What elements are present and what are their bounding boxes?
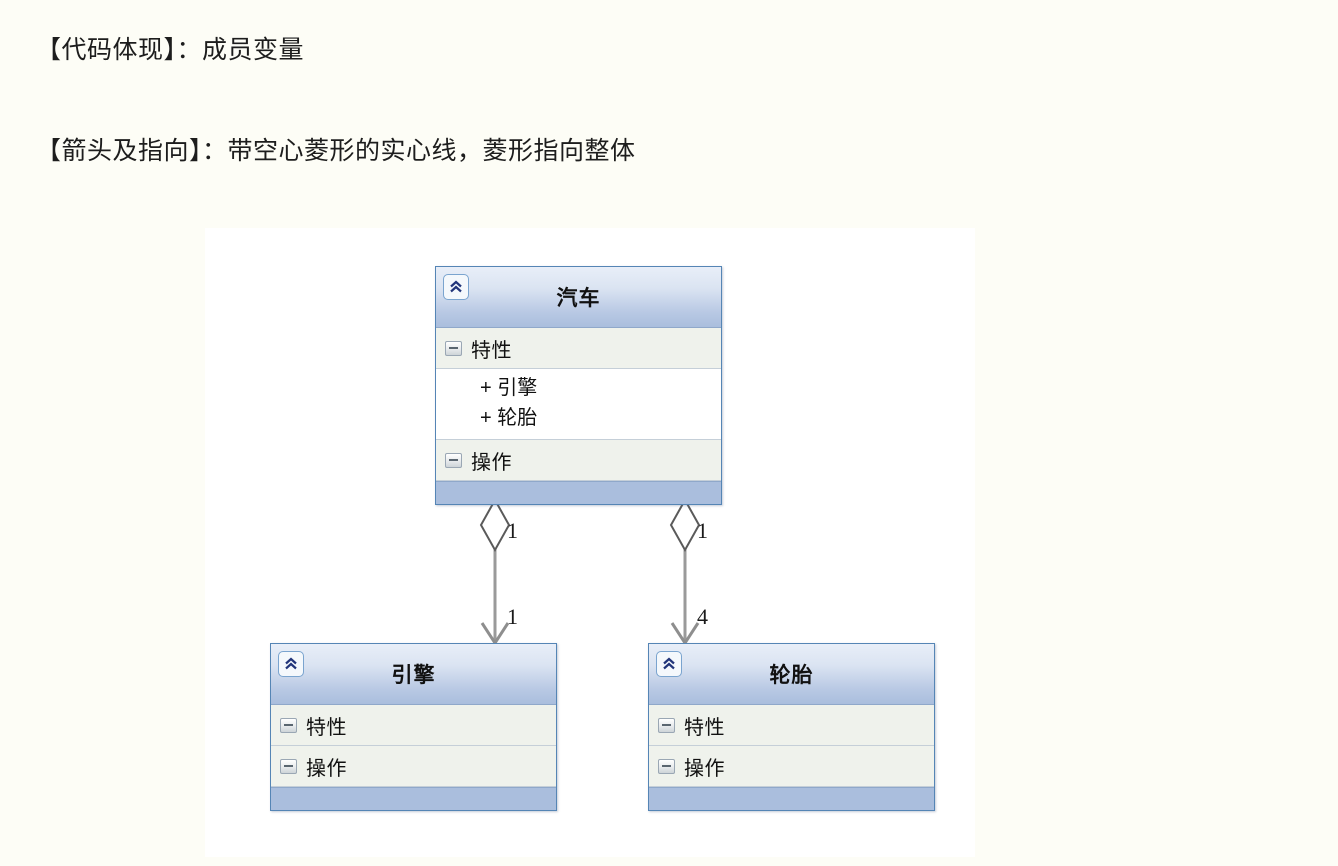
uml-attribute-list-car: + 引擎 + 轮胎	[436, 369, 721, 440]
uml-section-car-properties[interactable]: 特性	[436, 328, 721, 369]
multiplicity-car-tire-target: 4	[697, 604, 708, 629]
prose-line-arrow-direction: 【箭头及指向】：带空心菱形的实心线，菱形指向整体	[36, 137, 636, 165]
uml-section-label-engine-operations: 操作	[306, 757, 347, 780]
minus-box-icon[interactable]	[445, 340, 462, 356]
uml-class-footer-tire	[649, 787, 934, 810]
uml-class-car[interactable]: 汽车 特性 + 引擎 + 轮胎 操作	[435, 266, 722, 505]
multiplicity-car-engine-source: 1	[507, 518, 518, 543]
uml-section-car-operations[interactable]: 操作	[436, 440, 721, 481]
uml-class-tire[interactable]: 轮胎 特性 操作	[648, 643, 935, 811]
chevron-double-up-icon[interactable]	[656, 651, 682, 677]
uml-diagram-canvas: 1 1 1 4 汽车 特性 + 引擎 + 轮胎 操作	[205, 228, 975, 857]
uml-section-tire-properties[interactable]: 特性	[649, 705, 934, 746]
uml-class-header-car: 汽车	[436, 267, 721, 328]
uml-section-engine-operations[interactable]: 操作	[271, 746, 556, 787]
minus-box-icon[interactable]	[658, 758, 675, 774]
chevron-double-up-icon[interactable]	[443, 274, 469, 300]
uml-section-engine-properties[interactable]: 特性	[271, 705, 556, 746]
uml-class-title-tire: 轮胎	[769, 664, 814, 687]
multiplicity-car-tire-source: 1	[697, 518, 708, 543]
uml-class-footer-engine	[271, 787, 556, 810]
uml-section-label-tire-properties: 特性	[684, 716, 725, 739]
uml-attribute-item: + 轮胎	[480, 407, 538, 429]
multiplicity-car-engine-target: 1	[507, 604, 518, 629]
aggregation-car-engine	[479, 497, 511, 646]
minus-box-icon[interactable]	[280, 717, 297, 733]
uml-section-label-car-properties: 特性	[471, 339, 512, 362]
uml-class-title-car: 汽车	[556, 287, 601, 310]
uml-class-engine[interactable]: 引擎 特性 操作	[270, 643, 557, 811]
uml-class-header-engine: 引擎	[271, 644, 556, 705]
uml-section-tire-operations[interactable]: 操作	[649, 746, 934, 787]
uml-section-label-car-operations: 操作	[471, 451, 512, 474]
uml-section-label-engine-properties: 特性	[306, 716, 347, 739]
prose-line-code-representation: 【代码体现】：成员变量	[36, 36, 305, 64]
uml-class-footer-car	[436, 481, 721, 504]
minus-box-icon[interactable]	[445, 452, 462, 468]
uml-class-title-engine: 引擎	[391, 664, 436, 687]
uml-section-label-tire-operations: 操作	[684, 757, 725, 780]
minus-box-icon[interactable]	[658, 717, 675, 733]
uml-attribute-item: + 引擎	[480, 377, 538, 399]
minus-box-icon[interactable]	[280, 758, 297, 774]
aggregation-car-tire	[669, 497, 701, 646]
uml-class-header-tire: 轮胎	[649, 644, 934, 705]
chevron-double-up-icon[interactable]	[278, 651, 304, 677]
